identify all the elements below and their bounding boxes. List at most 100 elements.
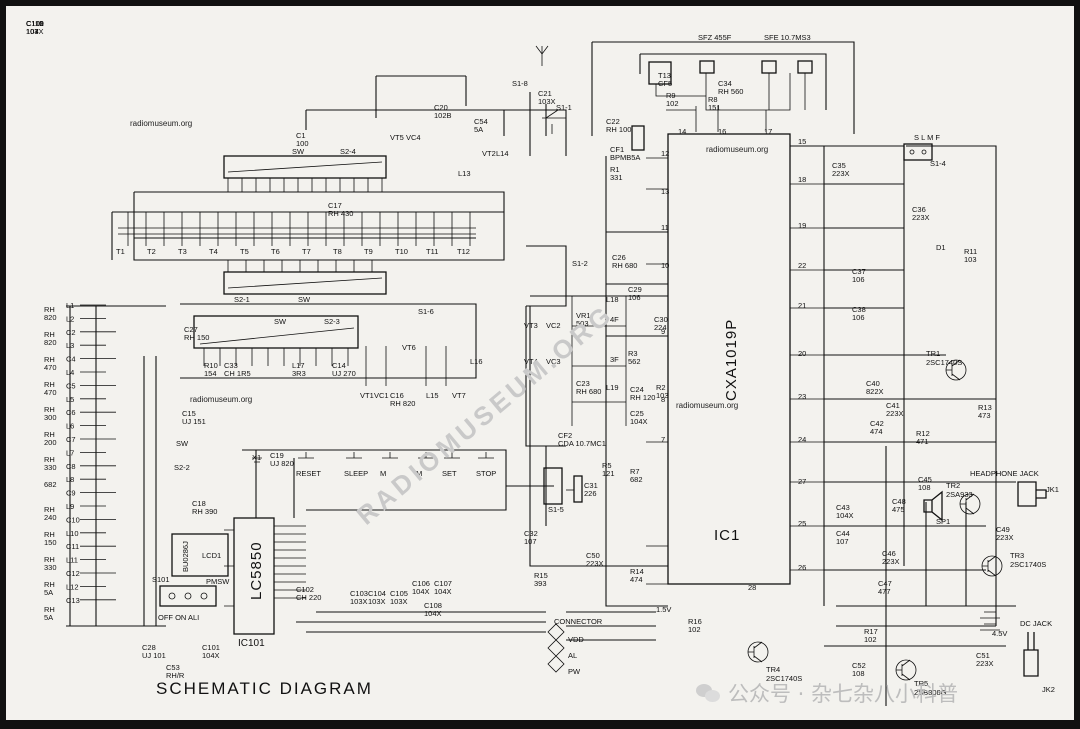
- part-ref-r14: R14: [630, 567, 644, 576]
- part-value-r16: 102: [688, 625, 701, 634]
- label-vc1: VC1: [374, 391, 389, 400]
- band-switch-s2-4: [223, 155, 387, 192]
- label-l14: L14: [496, 149, 509, 158]
- battery: [980, 611, 1000, 631]
- part-value-c48: 475: [892, 505, 905, 514]
- part-value-c101: 104X: [202, 651, 220, 660]
- transistor-type-tr1: 2SC1740S: [926, 358, 962, 367]
- transistor-ref-tr5: TR5: [914, 679, 928, 688]
- ladder-c13: C13: [66, 596, 80, 605]
- part-value-r7: 682: [630, 475, 643, 484]
- svg-text:25: 25: [798, 519, 806, 528]
- transistor-type-tr2: 2SA933: [946, 490, 973, 499]
- part-ref-r17: R17: [864, 627, 878, 636]
- svg-text:9: 9: [661, 327, 665, 336]
- part-value-c14: UJ 270: [332, 369, 356, 378]
- part-value-r3: 562: [628, 357, 641, 366]
- part-ref-r10: R10: [204, 361, 218, 370]
- s1-4-switch: [903, 143, 933, 161]
- part-value-c101: 103: [26, 27, 39, 36]
- part-value-cf1: BPMB5A: [610, 153, 640, 162]
- s1-5-label: S1-5: [548, 505, 564, 514]
- tuning-tap-t10: T10: [395, 247, 408, 256]
- part-ref-r15: R15: [534, 571, 548, 580]
- part-value-t13: CF5: [658, 79, 672, 88]
- part-value-r15: 393: [534, 579, 547, 588]
- transistor-type-tr3: 2SC1740S: [1010, 560, 1046, 569]
- part-ref-c42: C42: [870, 419, 884, 428]
- ladder-l9: L9: [66, 502, 74, 511]
- part-ref-r7: R7: [630, 467, 640, 476]
- right-labels: HEADPHONE JACK JK1 DC JACK JK2 4.5V 1.5V: [656, 469, 1059, 694]
- svg-text:12: 12: [661, 149, 669, 158]
- mid-wiring: [296, 75, 668, 641]
- part-ref-c34: C34: [718, 79, 732, 88]
- part-ref-c108: C108: [424, 601, 442, 610]
- tuning-tap-t6: T6: [271, 247, 280, 256]
- label-off-on-ali: OFF ON ALI: [158, 613, 199, 622]
- label-vt6: VT6: [402, 343, 416, 352]
- ladder-c9: C9: [66, 489, 76, 498]
- s1-5-switch: [543, 467, 563, 505]
- part-ref-c50: C50: [586, 551, 600, 560]
- label-vc3: VC3: [546, 357, 561, 366]
- wechat-icon: [696, 682, 722, 704]
- band-switch-s2-1: [223, 260, 387, 295]
- part-ref-r9: R9: [666, 91, 676, 100]
- s2-2-label: S2-2: [174, 463, 190, 472]
- svg-text:11: 11: [661, 223, 669, 232]
- push-button-symbol: [346, 449, 362, 459]
- button-bus: [242, 449, 507, 518]
- ladder-l12: L12: [66, 582, 79, 591]
- part-value-c41: 223X: [886, 409, 904, 418]
- ladder-c6: C6: [66, 408, 76, 417]
- tuning-tap-t2: T2: [147, 247, 156, 256]
- part-value-c106: 104X: [412, 587, 430, 596]
- svg-text:28: 28: [748, 583, 756, 592]
- part-value-c29: 106: [628, 293, 641, 302]
- s101-label: S101: [152, 575, 170, 584]
- ladder-l5: L5: [66, 395, 74, 404]
- part-value-c20: 102B: [434, 111, 452, 120]
- part-ref-r16: R16: [688, 617, 702, 626]
- part-ref-c32: C32: [524, 529, 538, 538]
- label-vt3: VT3: [524, 321, 538, 330]
- tuning-tap-t3: T3: [178, 247, 187, 256]
- transistor-ref-tr3: TR3: [1010, 551, 1024, 560]
- svg-text:23: 23: [798, 392, 806, 401]
- part-value-c32: 107: [524, 537, 537, 546]
- svg-text:19: 19: [798, 221, 806, 230]
- part-value-c45: 108: [918, 483, 931, 492]
- part-ref-c28: C28: [142, 643, 156, 652]
- part-ref-c26: C26: [612, 253, 626, 262]
- push-button-symbol: [444, 449, 460, 459]
- push-button-symbol: [298, 449, 314, 459]
- part-value-c21: 103X: [538, 97, 556, 106]
- part-ref-r8: R8: [708, 95, 718, 104]
- part-ref-c19: C19: [270, 451, 284, 460]
- sfe-label: SFE 10.7MS3: [764, 33, 811, 42]
- ladder-l3: L3: [66, 341, 74, 350]
- radiomuseum-watermark: radiomuseum.org: [190, 395, 252, 404]
- jk2-label: JK2: [1042, 685, 1055, 694]
- svg-text:14: 14: [678, 127, 686, 136]
- part-ref-c109: C109: [26, 19, 44, 28]
- button-label-set: SET: [442, 469, 457, 478]
- voltage-1-5v: 1.5V: [656, 605, 671, 614]
- ladder-c11: C11: [66, 542, 79, 551]
- part-ref-c16: C16: [390, 391, 404, 400]
- part-value-c15: UJ 151: [182, 417, 206, 426]
- svg-text:10: 10: [661, 261, 669, 270]
- part-value-c49: 223X: [996, 533, 1014, 542]
- part-ref-c25: C25: [630, 409, 644, 418]
- part-ref-c46: C46: [882, 549, 896, 558]
- part-value-c36: 223X: [912, 213, 930, 222]
- ladder-l11: L11: [66, 556, 78, 565]
- part-value-c34: RH 560: [718, 87, 743, 96]
- part-ref-c110: C110: [26, 19, 43, 28]
- part-ref-c53: C53: [166, 663, 180, 672]
- part-value-c17: RH 430: [328, 209, 353, 218]
- tuning-bus: [111, 191, 505, 261]
- button-label-sleep: SLEEP: [344, 469, 368, 478]
